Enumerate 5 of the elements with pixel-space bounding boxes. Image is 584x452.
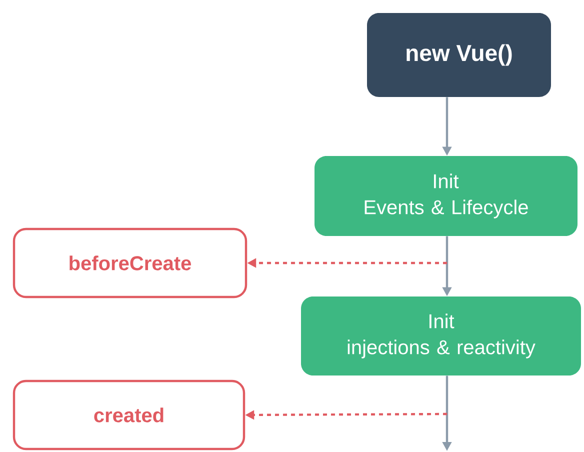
hook-box: created xyxy=(12,380,246,450)
start-box: new Vue() xyxy=(367,13,551,97)
process-box: Init injections & reactivity xyxy=(301,296,581,376)
process-box: Init Events & Lifecycle xyxy=(314,156,578,236)
hook-box: beforeCreate xyxy=(12,228,248,298)
